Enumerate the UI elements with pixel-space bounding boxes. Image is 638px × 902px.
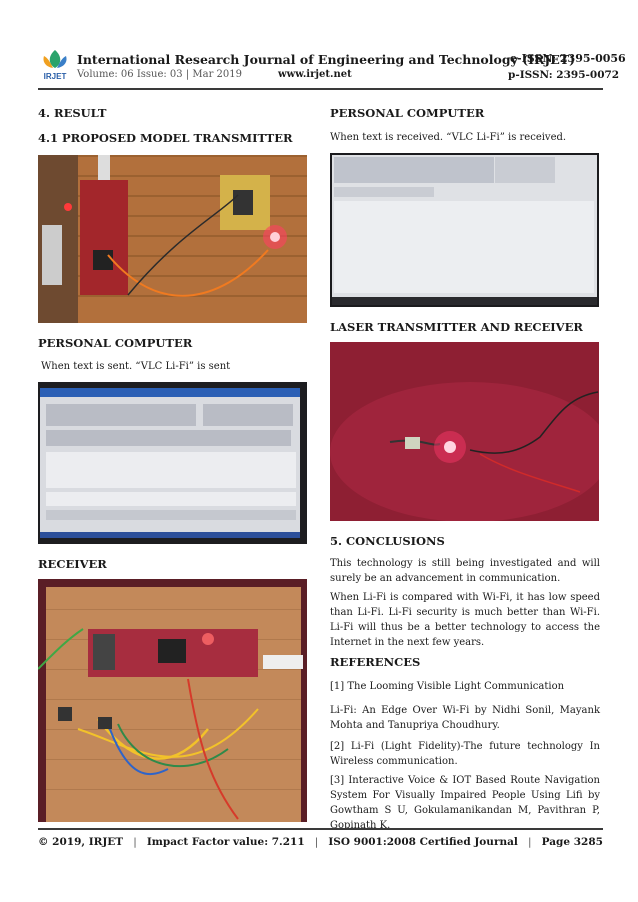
transmitter-heading: 4.1 PROPOSED MODEL TRANSMITTER <box>38 131 293 145</box>
footer-impact-factor: Impact Factor value: 7.211 <box>146 836 305 848</box>
reference-item: [2] Li-Fi (Light Fidelity)-The future te… <box>330 741 600 767</box>
journal-url[interactable]: www.irjet.net <box>278 69 352 80</box>
header-rule <box>38 88 603 90</box>
svg-text:IRJET: IRJET <box>44 72 67 81</box>
e-issn: e-ISSN: 2395-0056 <box>510 52 626 65</box>
result-heading: 4. RESULT <box>38 106 107 120</box>
footer-separator: | <box>133 836 137 848</box>
laser-heading: LASER TRANSMITTER AND RECEIVER <box>330 320 583 334</box>
pc-sent-screen-photo <box>38 382 307 544</box>
laser-photo <box>330 342 599 521</box>
receiver-photo <box>38 579 307 822</box>
pc-received-heading: PERSONAL COMPUTER <box>330 106 485 120</box>
page-footer: © 2019, IRJET | Impact Factor value: 7.2… <box>38 836 603 848</box>
conclusions-heading: 5. CONCLUSIONS <box>330 534 445 548</box>
pc-sent-text: When text is sent. “VLC Li-Fi” is sent <box>41 361 231 372</box>
footer-copyright: © 2019, IRJET <box>38 836 124 848</box>
conclusion-paragraph-1: This technology is still being investiga… <box>330 558 600 584</box>
pc-received-screen-photo <box>330 153 599 307</box>
footer-separator: | <box>527 836 532 848</box>
pc-sent-heading: PERSONAL COMPUTER <box>38 336 193 350</box>
references-heading: REFERENCES <box>330 655 421 669</box>
p-issn: p-ISSN: 2395-0072 <box>508 69 620 81</box>
reference-item: [3] Interactive Voice & IOT Based Route … <box>330 775 600 831</box>
footer-separator: | <box>314 836 319 848</box>
transmitter-photo <box>38 155 307 323</box>
reference-item: Li-Fi: An Edge Over Wi-Fi by Nidhi Sonil… <box>330 705 600 731</box>
pc-received-text: When text is received. “VLC Li-Fi” is re… <box>330 132 567 143</box>
conclusion-paragraph-2: When Li-Fi is compared with Wi-Fi, it ha… <box>330 592 600 648</box>
reference-item: [1] The Looming Visible Light Communicat… <box>330 681 565 692</box>
receiver-heading: RECEIVER <box>38 557 107 571</box>
footer-iso: ISO 9001:2008 Certified Journal <box>328 836 518 848</box>
volume-issue: Volume: 06 Issue: 03 | Mar 2019 <box>77 69 242 80</box>
footer-page-number: Page 3285 <box>541 836 603 848</box>
journal-title: International Research Journal of Engine… <box>77 52 576 67</box>
footer-rule <box>38 828 603 830</box>
irjet-logo: IRJET <box>38 46 72 82</box>
